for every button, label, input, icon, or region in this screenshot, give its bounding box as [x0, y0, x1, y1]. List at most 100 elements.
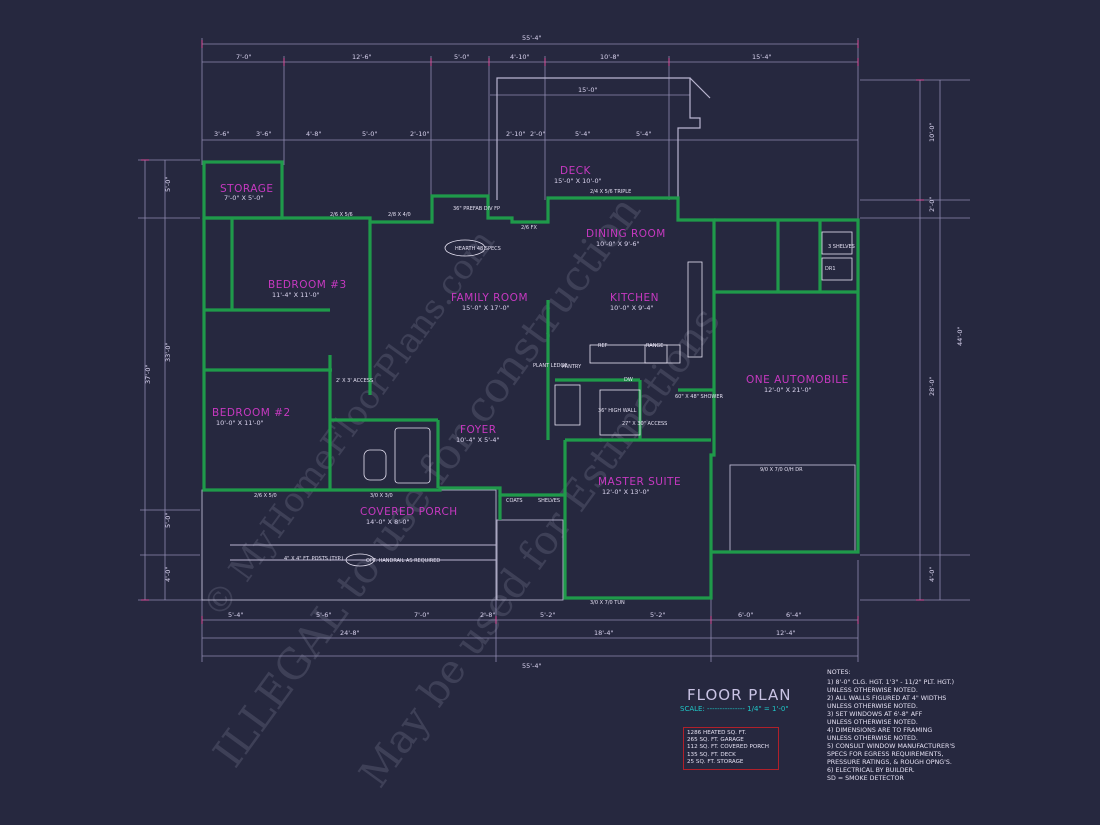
notes-line: UNLESS OTHERWISE NOTED. — [827, 703, 918, 710]
notes-line: UNLESS OTHERWISE NOTED. — [827, 687, 918, 694]
plant-ledge-label: PLANT LEDGE — [533, 363, 568, 369]
notes-line: 5) CONSULT WINDOW MANUFACTURER'S — [827, 743, 956, 750]
area-heated: 1286 HEATED SQ. FT. — [687, 730, 747, 736]
room-name-bedroom-3: BEDROOM #3 — [268, 279, 347, 291]
posts-label: 4" X 4" FT. POSTS (TYP.) — [284, 556, 343, 562]
room-size-bedroom-2: 10'-0" X 11'-0" — [216, 419, 264, 427]
notes-line: SD = SMOKE DETECTOR — [827, 775, 904, 782]
room-labels: STORAGE 7'-0" X 5'-0" DECK 15'-0" X 10'-… — [212, 165, 849, 526]
room-size-family: 15'-0" X 17'-0" — [462, 304, 510, 312]
window-label-3: 2/8 X 4/0 — [388, 212, 411, 218]
notes-line: 6) ELECTRICAL BY BUILDER. — [827, 767, 915, 774]
dim-bottom2-0: 24'-8" — [340, 629, 360, 637]
dim-right-3: 28'-0" — [928, 376, 936, 396]
dim-right-2: 44'-0" — [956, 326, 964, 346]
dim-right-1: 2'-0" — [928, 197, 936, 212]
window-label-bath: 3/0 X 3/0 — [370, 493, 393, 499]
dimension-text: 55'-4" 55'-4" 7'-0" 12'-6" 5'-0" 4'-10" … — [144, 34, 964, 670]
dim-bottom-6: 6'-0" — [738, 611, 753, 619]
dim-right-4: 4'-0" — [928, 567, 936, 582]
range-label: RANGE — [646, 343, 663, 349]
dim-second-3: 5'-0" — [362, 130, 377, 138]
half-wall-label: 36" HIGH WALL — [598, 408, 637, 414]
window-label-master: 3/0 X 7/0 TUN — [590, 600, 625, 606]
dim-top-5: 15'-4" — [752, 53, 772, 61]
deck-outline — [496, 77, 711, 200]
area-porch: 112 SQ. FT. COVERED PORCH — [687, 744, 769, 751]
garage-door-label: 9/0 X 7/0 O/H DR — [760, 467, 803, 473]
laundry-shelves-label: 3 SHELVES — [828, 244, 855, 250]
dw-label: DW — [624, 377, 633, 383]
window-label-fx: 2/6 FX — [521, 225, 538, 231]
dim-second-2: 4'-8" — [306, 130, 321, 138]
fixtures — [345, 231, 853, 567]
dim-bottom2-2: 12'-4" — [776, 629, 796, 637]
room-name-deck: DECK — [560, 165, 592, 177]
dim-left-2: 37'-0" — [144, 364, 152, 384]
dim-second-8: 5'-4" — [636, 130, 651, 138]
dim-top-0: 7'-0" — [236, 53, 251, 61]
room-size-storage: 7'-0" X 5'-0" — [224, 194, 263, 202]
dim-left-3: 5'-0" — [164, 513, 172, 528]
room-size-master: 12'-0" X 13'-0" — [602, 488, 650, 496]
walls — [202, 160, 860, 600]
dim-left-0: 5'-0" — [164, 177, 172, 192]
room-name-family: FAMILY ROOM — [451, 292, 528, 304]
coats-label: COATS — [506, 498, 523, 504]
dim-second-1: 3'-6" — [256, 130, 271, 138]
room-size-porch: 14'-0" X 8'-0" — [366, 518, 410, 526]
room-size-dining: 10'-0" X 9'-6" — [596, 240, 640, 248]
notes-line: 2) ALL WALLS FIGURED AT 4" WIDTHS — [827, 695, 947, 702]
scale-value: 1/4" = 1'-0" — [747, 705, 789, 713]
scale-row: SCALE: --------------- 1/4" = 1'-0" — [680, 705, 789, 713]
area-storage: 25 SQ. FT. STORAGE — [687, 758, 744, 765]
dim-bottom-3: 2'-8" — [480, 611, 495, 619]
dim-top-1: 12'-6" — [352, 53, 372, 61]
dim-bottom-4: 5'-2" — [540, 611, 555, 619]
room-name-porch: COVERED PORCH — [360, 506, 458, 518]
window-label-2: 2/6 X 5/6 — [330, 212, 353, 218]
area-garage: 265 SQ. FT. GARAGE — [687, 737, 744, 744]
handrail-label: OPT. HANDRAIL AS REQUIRED — [366, 558, 440, 564]
dimension-ticks — [141, 40, 924, 624]
notes-heading: NOTES: — [827, 669, 851, 676]
notes-line: SPECS FOR EGRESS REQUIREMENTS, — [827, 751, 944, 758]
dim-left-4: 4'-0" — [164, 567, 172, 582]
pantry-label: PANTRY — [562, 364, 582, 370]
dim-second-4: 2'-10" — [410, 130, 430, 138]
room-size-garage: 12'-0" X 21'-0" — [764, 386, 812, 394]
room-name-bedroom-2: BEDROOM #2 — [212, 407, 291, 419]
dimension-lines — [138, 38, 970, 662]
dim-right-0: 10'-0" — [928, 122, 936, 142]
scale-label: SCALE: — [680, 705, 705, 713]
room-name-kitchen: KITCHEN — [610, 292, 659, 304]
dim-second-0: 3'-6" — [214, 130, 229, 138]
notes-line: PRESSURE RATINGS, & ROUGH OPNG'S. — [827, 759, 952, 766]
attic-access-label: 27" X 30" ACCESS — [622, 421, 667, 427]
dim-bottom2-1: 18'-4" — [594, 629, 614, 637]
dim-overall-bottom: 55'-4" — [522, 662, 542, 670]
notes-line: 1) 8'-0" CLG. HGT. 1'3" - 11/2" PLT. HGT… — [827, 679, 955, 686]
area-deck: 135 SQ. FT. DECK — [687, 751, 736, 758]
dim-bottom-5: 5'-2" — [650, 611, 665, 619]
dim-bottom-1: 5'-6" — [316, 611, 331, 619]
room-name-foyer: FOYER — [460, 424, 497, 436]
room-name-dining: DINING ROOM — [586, 228, 666, 240]
window-label-triple: 2/4 X 5/6 TRIPLE — [590, 189, 631, 195]
dim-second-7: 5'-4" — [575, 130, 590, 138]
notes-line: 4) DIMENSIONS ARE TO FRAMING — [827, 727, 933, 734]
notes-line: 3) SET WINDOWS AT 6'-8" AFF — [827, 711, 923, 718]
window-label-br2: 2/6 X 5/0 — [254, 493, 277, 499]
dim-top-3: 4'-10" — [510, 53, 530, 61]
area-summary-box: 1286 HEATED SQ. FT. 265 SQ. FT. GARAGE 1… — [683, 727, 779, 770]
dim-left-1: 33'-0" — [164, 342, 172, 362]
dim-bottom-2: 7'-0" — [414, 611, 429, 619]
floor-plan-title: FLOOR PLAN — [687, 686, 792, 704]
room-name-garage: ONE AUTOMOBILE — [746, 374, 849, 386]
dim-overall-top: 55'-4" — [522, 34, 542, 42]
room-size-kitchen: 10'-0" X 9'-4" — [610, 304, 654, 312]
room-name-master: MASTER SUITE — [598, 476, 681, 488]
dim-second-6: 2'-0" — [530, 130, 545, 138]
ref-label: REF — [598, 343, 608, 349]
